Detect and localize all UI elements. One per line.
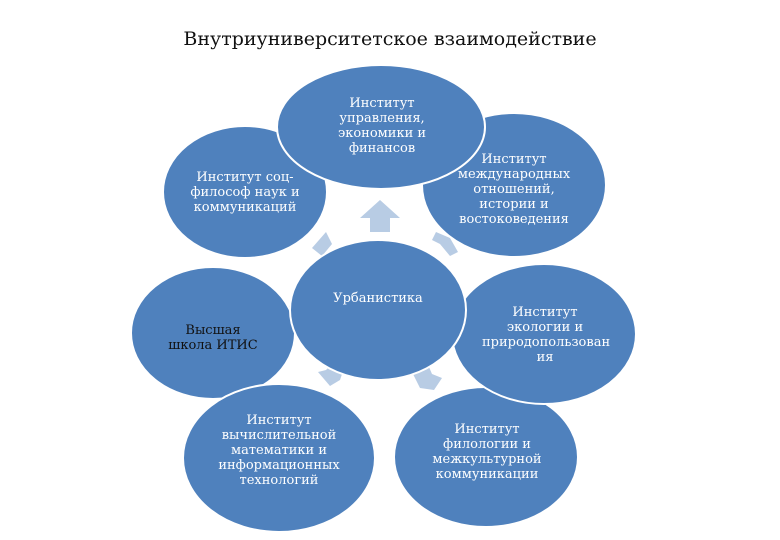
node-label-social-philosophy: Институт соц-философ наук и коммуникаций (190, 170, 300, 215)
node-label-management: Институт управления, экономики и финансо… (337, 96, 427, 156)
node-social-philosophy-circle[interactable] (162, 125, 328, 259)
node-label-ecology: Институт экологии и природопользован ия (482, 305, 611, 365)
node-label-computational-math: Институт вычислительной математики и инф… (218, 413, 340, 488)
node-computational-math-circle[interactable] (182, 383, 376, 533)
arrow-upleft-icon (312, 232, 332, 256)
node-management-circle[interactable] (276, 64, 486, 190)
nodes (130, 64, 637, 533)
page-title: Внутриуниверситетское взаимодействие (183, 28, 597, 50)
node-label-international: Институт международных отношений, истори… (457, 152, 571, 227)
center-label: Урбанистика (333, 291, 423, 306)
node-label-itis: Высшая школа ИТИС (168, 323, 258, 353)
arrow-up-icon (360, 200, 400, 232)
node-label-philology: Институт филологии и межкультурной комму… (432, 422, 542, 482)
arrow-upright-icon (432, 232, 458, 256)
center-circle[interactable] (289, 239, 467, 381)
